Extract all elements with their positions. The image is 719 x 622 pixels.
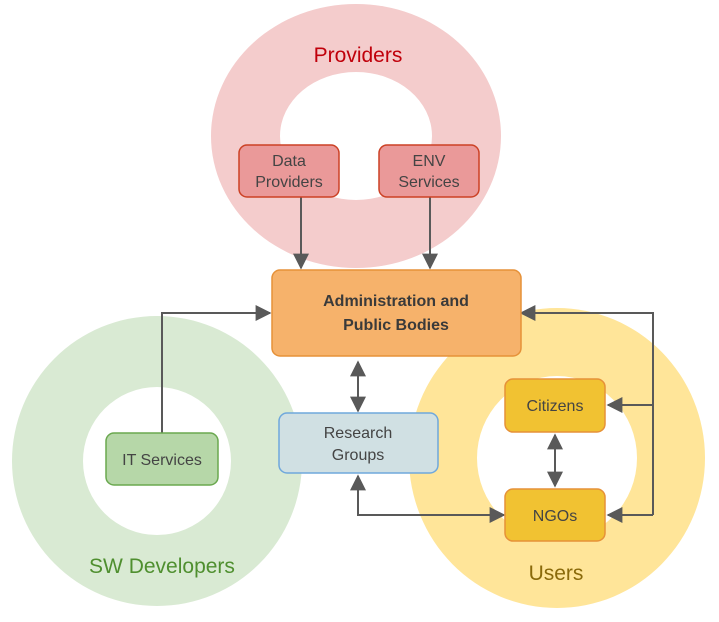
users-ring (409, 308, 705, 608)
node-data-providers: Data Providers (238, 144, 340, 198)
node-ngos: NGOs (504, 488, 606, 542)
node-research-groups-label-line1: Research (324, 425, 392, 442)
node-env-services-label-line1: ENV (413, 153, 446, 170)
node-env-services-label-line2: Services (398, 174, 459, 191)
sw-developers-group-label: SW Developers (89, 555, 235, 578)
node-it-services-label: IT Services (122, 452, 202, 469)
connectors (161, 197, 654, 523)
users-group-label: Users (529, 562, 584, 585)
providers-ring (210, 3, 501, 269)
node-ngos-label: NGOs (533, 508, 577, 525)
node-data-providers-label-line1: Data (272, 153, 306, 170)
node-administration-label-line2: Public Bodies (343, 317, 449, 334)
node-administration-label-line1: Administration and (323, 293, 469, 310)
providers-group-label: Providers (314, 44, 403, 67)
node-research-groups-label-line2: Groups (332, 447, 384, 464)
node-env-services: ENV Services (378, 144, 480, 198)
node-research-groups: Research Groups (278, 412, 439, 474)
arrow-research-ngos (350, 474, 506, 523)
node-data-providers-label-line2: Providers (255, 174, 323, 191)
arrow-users-to-admin (519, 305, 654, 515)
sw-developers-ring (12, 316, 302, 606)
node-citizens-label: Citizens (527, 398, 584, 415)
node-administration: Administration and Public Bodies (271, 269, 522, 357)
node-citizens: Citizens (504, 378, 606, 433)
arrow-it-services-to-admin (161, 305, 272, 433)
node-it-services: IT Services (105, 432, 219, 486)
